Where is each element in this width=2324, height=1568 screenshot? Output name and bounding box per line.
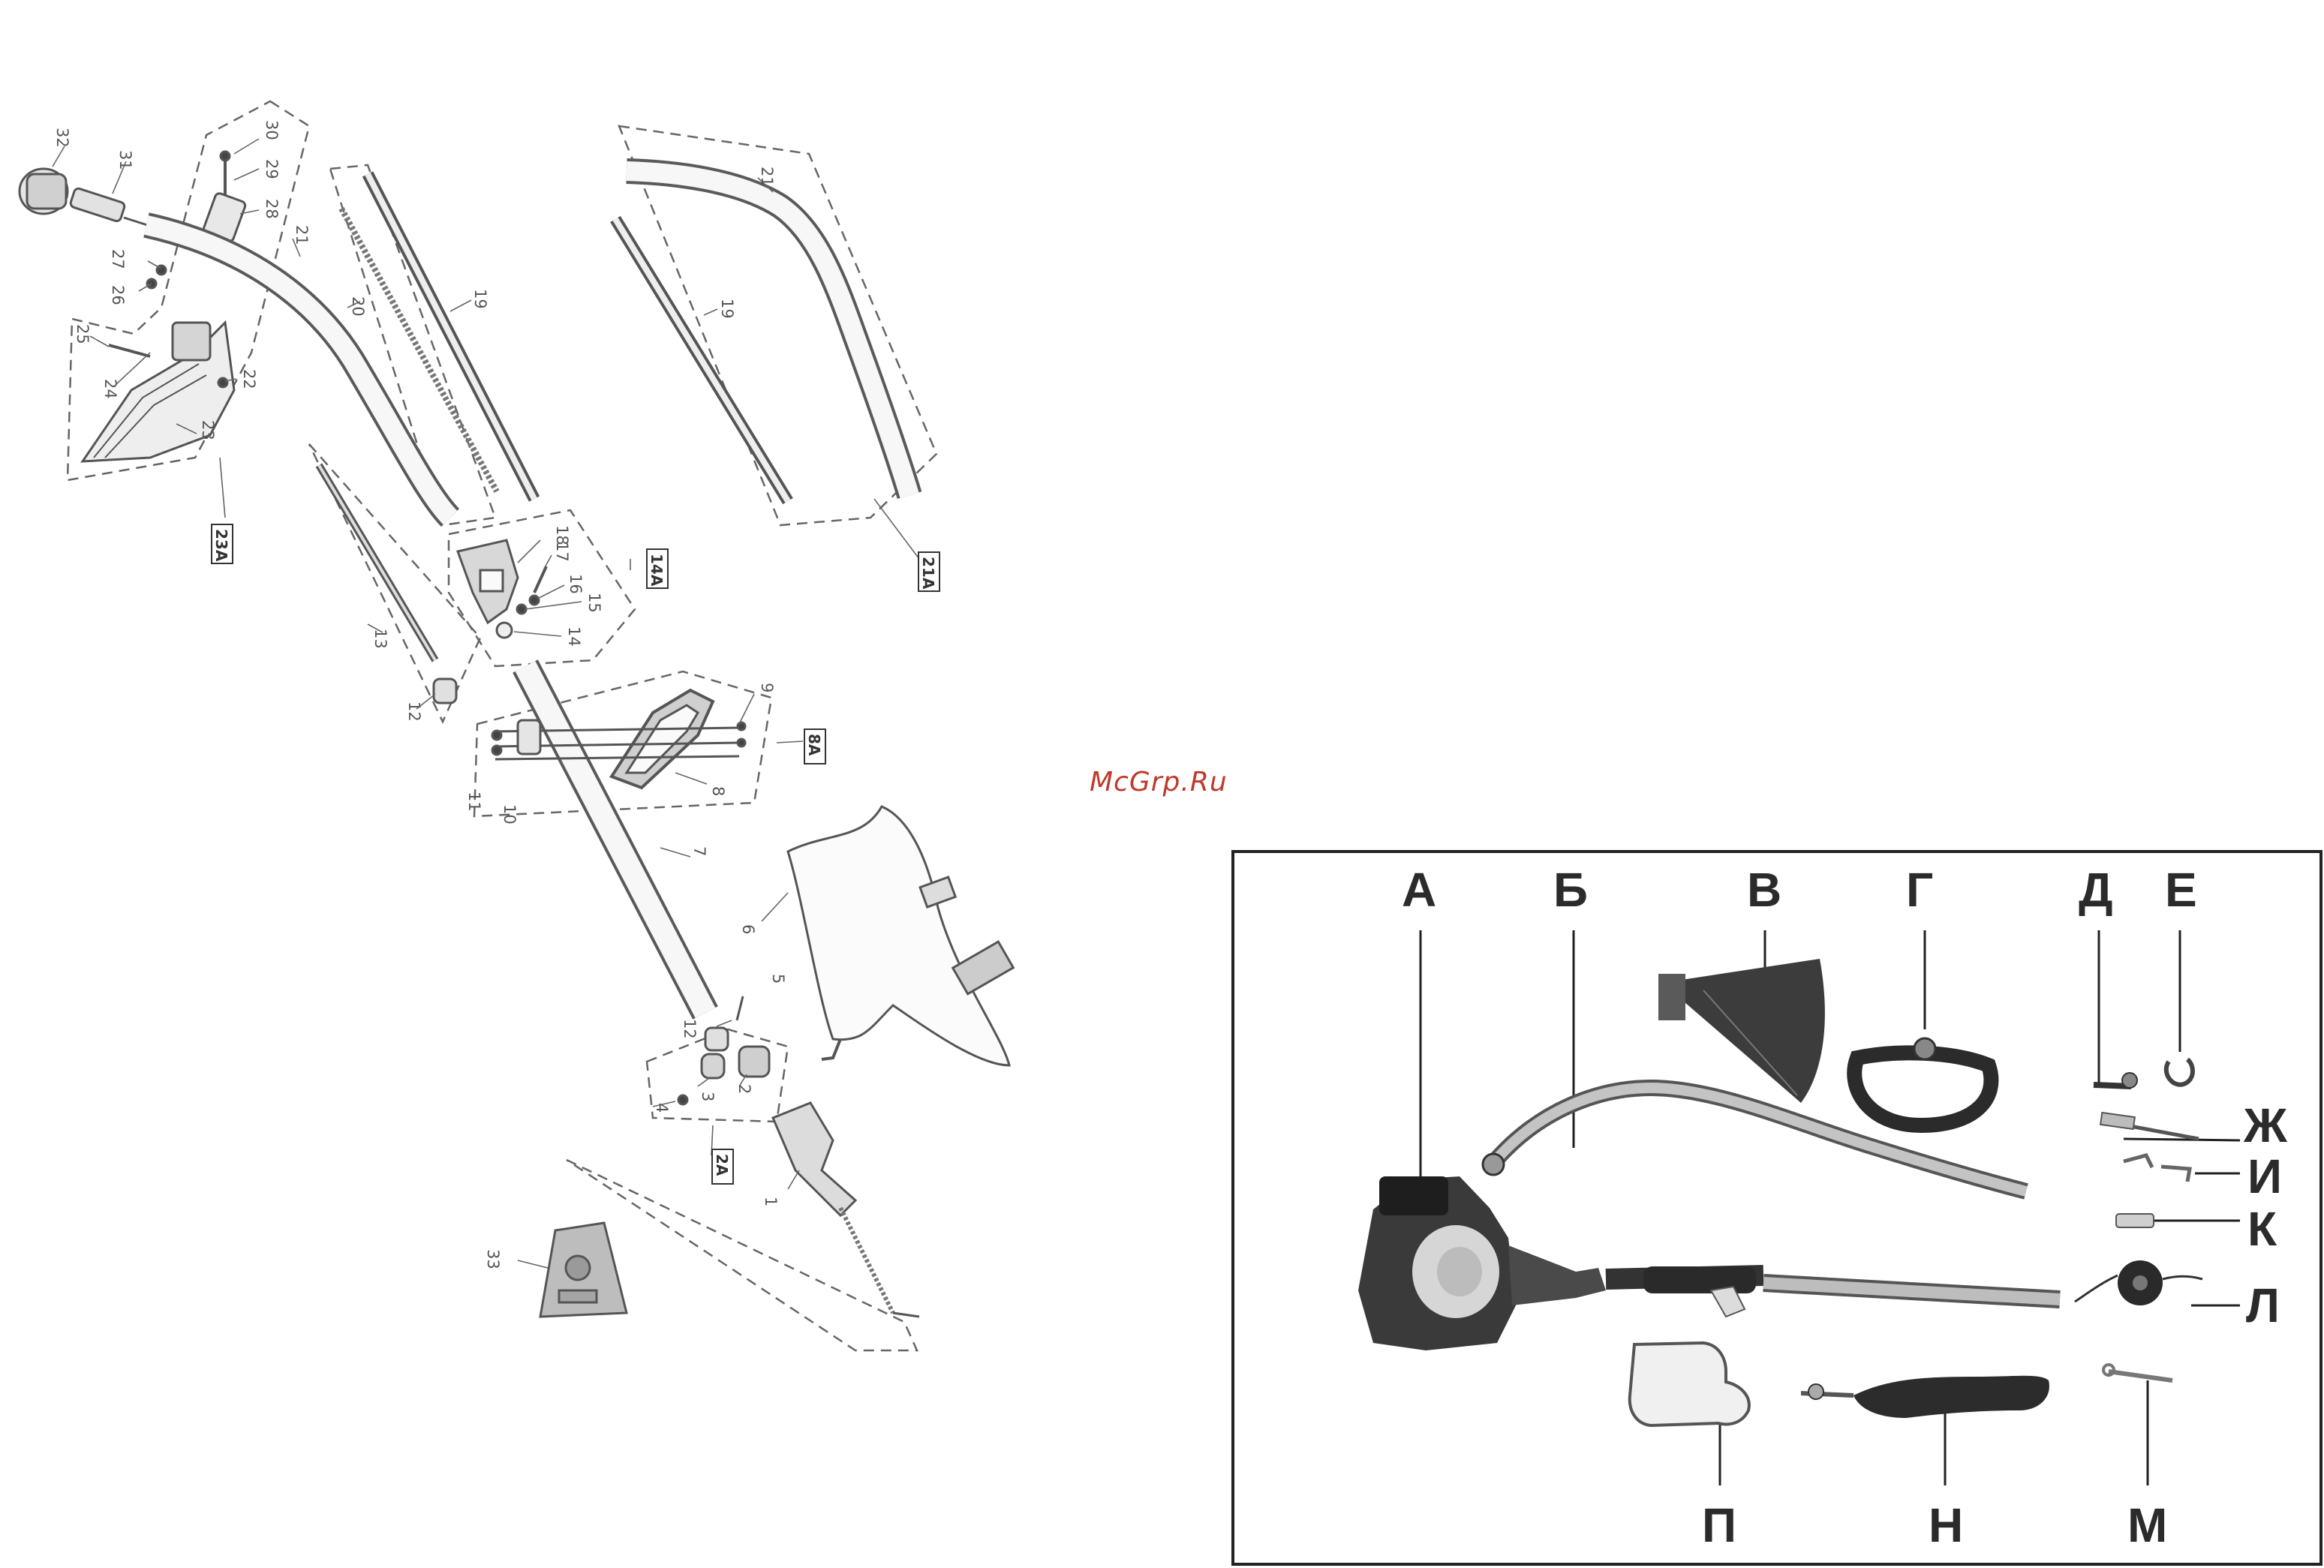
part-number: 17 [553, 542, 571, 562]
kit-letter-e: Е [2165, 863, 2197, 917]
part-12-bushing [434, 679, 456, 703]
part-3-clamp [702, 1054, 724, 1078]
part-number: 19 [471, 289, 489, 309]
part-6-shoulder-strap [788, 807, 1013, 1065]
kit-letter-zh: Ж [2243, 1098, 2288, 1152]
part-number: 28 [263, 199, 281, 219]
part-number: 12 [681, 1019, 699, 1039]
part-33-cover [540, 1223, 627, 1317]
part-22-screw [218, 378, 227, 387]
part-number: 21 [293, 225, 311, 245]
kit-letter-p: П [1702, 1498, 1736, 1552]
part-number: 14 [565, 626, 583, 647]
assembly-label: 8A [805, 734, 823, 756]
part-number: 26 [109, 285, 127, 305]
watermark-text: McGrp.Ru [1090, 767, 1228, 798]
exploded-parts-diagram [20, 101, 1013, 1350]
part-number: 4 [653, 1103, 671, 1113]
kit-letter-i: И [2247, 1149, 2282, 1203]
part-number-labels: 32 31 30 29 28 27 26 25 24 22 23 21 20 1… [53, 120, 787, 1269]
assembly-label: 14A [648, 554, 666, 587]
part-16-nut [530, 596, 539, 605]
part-32-gear-head [20, 169, 68, 214]
part-number: 8 [709, 786, 727, 796]
kit-letter-k: К [2247, 1202, 2277, 1256]
kit-letter-a: А [1402, 863, 1436, 917]
part-number: 29 [263, 159, 281, 179]
part-number: 31 [116, 150, 134, 170]
part-12-bushing-lower [705, 1028, 728, 1050]
part-number: 13 [371, 629, 389, 649]
assembly-label: 21A [919, 557, 937, 590]
part-number: 21 [758, 167, 776, 187]
part-2-clamp [739, 1047, 769, 1077]
part-number: 9 [758, 683, 776, 692]
part-19-liner-right [615, 219, 788, 501]
part-number: 16 [567, 574, 585, 594]
part-number: 2 [735, 1084, 753, 1094]
part-number: 27 [109, 249, 127, 269]
kit-letter-d: Д [2079, 863, 2113, 917]
kit-letter-l: Л [2246, 1278, 2280, 1332]
part-number: 22 [240, 369, 258, 389]
part-1-throttle-handle [773, 1103, 919, 1317]
part-15-washer [517, 605, 526, 614]
part-number: 23 [199, 420, 217, 440]
part-number: 15 [585, 593, 603, 613]
assembly-label: 23A [212, 529, 230, 562]
part-number: 10 [501, 804, 519, 825]
part-5-pin [737, 996, 743, 1020]
assembly-label: 2A [713, 1154, 731, 1176]
part-number: 20 [349, 296, 367, 317]
part-21-shaft-right [627, 171, 909, 495]
part-number: 12 [405, 701, 423, 722]
part-number: 6 [739, 924, 757, 934]
part-number: 19 [718, 299, 736, 319]
part-number: 25 [74, 324, 92, 344]
kit-letter-g: Г [1906, 863, 1933, 917]
kit-letter-b: Б [1553, 863, 1588, 917]
part-number: 32 [53, 128, 71, 148]
part-14-coupling [458, 540, 518, 638]
part-28-clamp [203, 152, 247, 242]
part-number: 24 [101, 379, 119, 399]
kit-letter-n: Н [1929, 1498, 1963, 1552]
kit-contents-panel: А Б В Г Д Е Ж И К Л М Н П [1233, 852, 2321, 1564]
part-number: 11 [465, 792, 483, 812]
kit-letter-m: М [2127, 1498, 2167, 1552]
kit-letter-v: В [1747, 863, 1781, 917]
part-number: 30 [263, 120, 281, 140]
part-17-bolt [534, 566, 546, 593]
part-number: 1 [762, 1197, 780, 1206]
part-4-screw [678, 1095, 687, 1104]
part-number: 7 [690, 846, 708, 856]
part-25-bolt [109, 345, 150, 356]
part-number: 5 [769, 974, 787, 984]
part-number: 33 [484, 1249, 502, 1269]
item-k-tube-key [2116, 1214, 2154, 1227]
part-number: 3 [699, 1092, 717, 1101]
